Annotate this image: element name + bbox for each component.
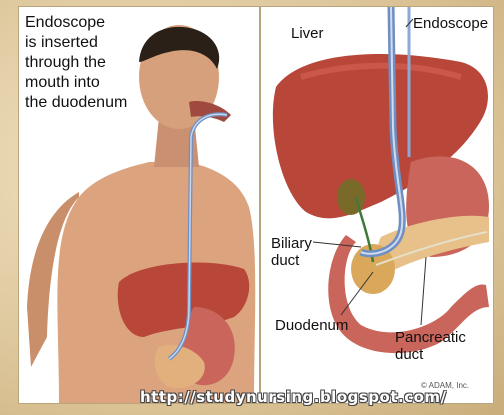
watermark-url: http://studynursing.blogspot.com/ — [140, 388, 500, 406]
label-duodenum: Duodenum — [275, 317, 348, 334]
label-endoscope: Endoscope — [413, 15, 488, 32]
left-caption: Endoscope is inserted through the mouth … — [25, 13, 175, 113]
label-biliary-duct: Biliary duct — [271, 235, 312, 269]
label-liver: Liver — [291, 25, 324, 42]
gallbladder — [337, 179, 365, 215]
pancreatic-leader — [421, 257, 426, 325]
label-pancreatic-duct: Pancreatic duct — [395, 329, 466, 363]
left-panel-illustration: Endoscope is inserted through the mouth … — [18, 6, 260, 404]
right-panel-illustration: Liver Endoscope Biliary duct Duodenum Pa… — [260, 6, 494, 404]
